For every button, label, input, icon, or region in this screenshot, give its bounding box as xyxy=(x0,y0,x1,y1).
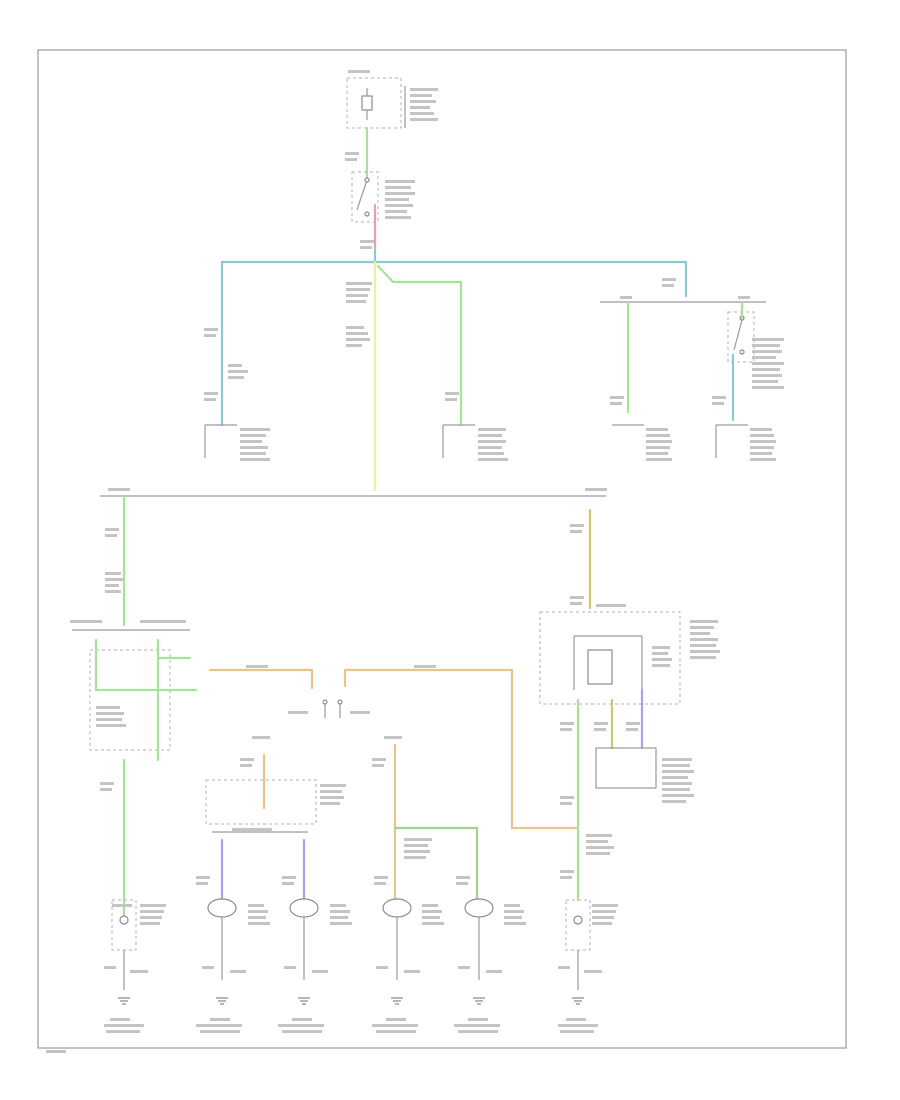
connector-upper-4 xyxy=(715,424,748,458)
ground-leads xyxy=(123,950,579,990)
wire-orange-right xyxy=(343,668,580,830)
ground-symbol-1 xyxy=(118,997,130,1005)
relay-module-right xyxy=(539,611,681,705)
ground-symbol-2 xyxy=(216,997,228,1005)
lamp-far-left xyxy=(111,899,137,951)
wire-green-right-group xyxy=(393,826,479,902)
ground-symbol-5 xyxy=(473,997,485,1005)
right-switch xyxy=(727,311,755,363)
label-blocks xyxy=(46,70,784,1053)
connector-upper-1 xyxy=(204,424,237,458)
bulb-4 xyxy=(464,898,494,980)
module-left xyxy=(72,629,190,751)
lamp-group-left xyxy=(205,779,317,833)
bulb-2 xyxy=(289,898,319,980)
wire-green-module-left xyxy=(94,638,198,692)
ground-symbol-6 xyxy=(572,997,584,1005)
wire-green-mid xyxy=(376,264,463,427)
fuse-block xyxy=(346,77,406,129)
relay-sub-box xyxy=(595,747,657,789)
bus-blue-main xyxy=(220,260,688,298)
lamp-far-right xyxy=(565,899,591,951)
ground-symbol-3 xyxy=(298,997,310,1005)
bulb-3 xyxy=(382,898,412,980)
center-connector xyxy=(322,699,343,718)
wire-green-module-right xyxy=(156,638,192,762)
diagram-frame xyxy=(37,49,847,1049)
ground-symbol-4 xyxy=(391,997,403,1005)
bulb-1 xyxy=(207,898,237,980)
wire-orange-left xyxy=(208,668,314,690)
connector-upper-2 xyxy=(442,424,475,458)
headlight-switch xyxy=(351,171,379,223)
